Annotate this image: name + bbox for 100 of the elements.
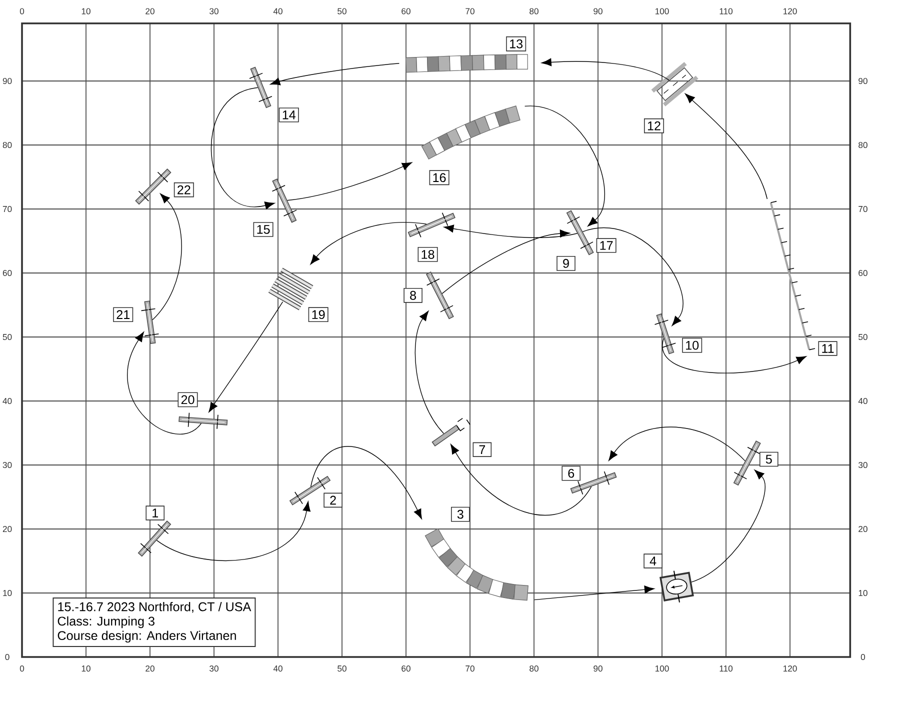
tick-label: 0 [860,654,866,660]
tick-label: 30 [2,462,12,468]
path-arrow [414,310,444,434]
tick-label: 10 [82,666,90,672]
path-arrow [156,501,311,561]
path-arrow [608,426,746,462]
tick-label: 50 [338,666,346,672]
tunnel [405,54,528,73]
info-box: 15.-16.7 2023 Northford, CT / USA Class: Jumping 3 Course design: Anders Virtanen [52,597,256,648]
weave-poles [770,200,816,350]
callout-number: 5 [759,452,778,467]
path-arrow [270,63,400,86]
tick-label: 70 [466,666,474,672]
tick-label: 70 [2,206,12,212]
tick-label: 40 [858,398,868,404]
callout-number: 7 [472,442,492,457]
path-arrow [211,87,275,210]
tick-label: 90 [594,666,602,672]
callout-number: 14 [278,108,299,122]
path-arrow [310,446,422,520]
callout-number: 12 [644,118,664,134]
path-arrow [208,301,284,412]
hurdle [140,300,160,344]
tick-label: 60 [402,8,410,14]
callout-number: 9 [556,256,576,271]
path-arrow [310,222,427,265]
path-arrow [152,193,182,320]
callout-number: 13 [506,36,526,52]
tick-label: 30 [210,666,218,672]
tick-label: 20 [2,526,12,532]
path-arrow [684,94,768,200]
path-arrow [442,230,570,294]
long-jump [268,268,314,310]
tick-label: 120 [784,666,797,672]
callout-number: 17 [596,238,616,253]
callout-number: 21 [113,307,134,322]
path-arrow [524,106,605,226]
callout-number: 1 [146,506,165,520]
tick-label: 70 [858,206,868,212]
tick-label: 0 [5,654,10,660]
tick-label: 80 [530,666,538,672]
tick-label: 40 [2,398,12,404]
callout-number: 18 [418,246,438,262]
tick-label: 110 [720,666,733,672]
tick-label: 100 [656,666,669,672]
hurdle [178,412,228,430]
tick-label: 30 [210,8,218,14]
tick-label: 80 [530,8,538,14]
path-arrow [450,444,592,516]
tick-label: 90 [858,78,868,84]
tick-label: 10 [858,590,868,596]
tick-label: 120 [784,8,797,14]
tick-label: 80 [2,142,12,148]
tick-label: 100 [656,8,669,14]
callout-number: 19 [308,307,328,322]
tick-label: 40 [273,666,282,672]
callout-number: 3 [451,506,470,522]
callout-number: 11 [818,341,838,356]
callout-number: 4 [644,554,662,568]
tick-label: 50 [858,334,868,340]
tick-label: 90 [2,78,12,84]
tick-label: 40 [273,8,282,14]
hurdle [426,272,454,320]
callout-number: 20 [178,392,198,408]
path-arrow [691,470,766,582]
tick-label: 0 [20,8,24,14]
tick-label: 90 [594,8,602,14]
path-arrow [287,162,412,201]
hurdle [272,178,297,223]
tick-label: 20 [146,666,154,672]
path-arrow [582,228,684,326]
callout-number: 22 [174,182,194,198]
tick-label: 50 [338,8,346,14]
tick-label: 10 [3,590,12,596]
tire-obstacle [432,416,470,447]
tick-label: 30 [858,462,868,468]
tick-label: 0 [20,666,24,672]
tunnel [424,528,528,601]
callout-number: 6 [562,466,581,481]
tick-label: 60 [2,270,12,276]
box-obstacle [660,570,694,603]
tick-label: 10 [82,8,90,14]
tick-label: 60 [858,270,868,276]
callout-number: 2 [324,492,342,508]
callout-number: 8 [404,288,422,303]
tick-label: 70 [466,8,474,14]
path-arrow [444,224,578,238]
tick-label: 20 [146,8,154,14]
tick-label: 50 [2,334,12,340]
path-arrow [127,332,202,434]
tick-label: 60 [402,666,410,672]
double-hurdle [651,62,698,106]
hurdle [138,520,172,557]
callout-number: 16 [429,170,450,186]
tick-label: 20 [858,526,868,532]
tick-label: 80 [858,142,868,148]
callout-number: 15 [253,222,274,237]
callout-number: 10 [682,338,702,353]
tick-label: 110 [720,8,733,14]
hurdle [654,313,676,354]
